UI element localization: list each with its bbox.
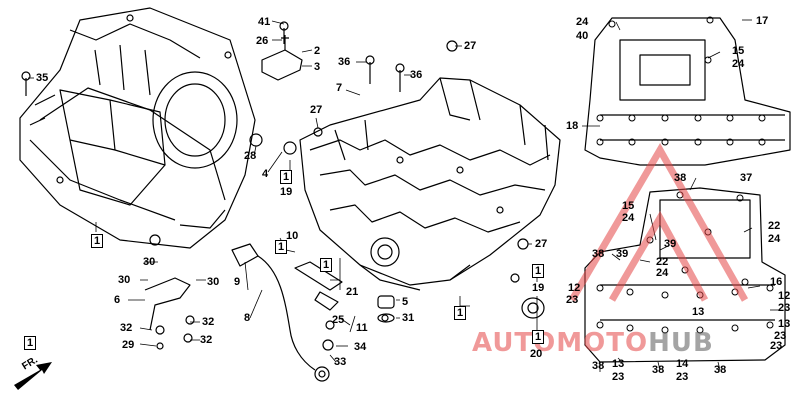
callout-label: 2 xyxy=(314,45,321,57)
callout-label: 27 xyxy=(310,104,323,116)
callout-label: 23 xyxy=(778,302,791,314)
callout-label: 27 xyxy=(535,238,548,250)
callout-label: 12 xyxy=(778,290,791,302)
bracket xyxy=(144,277,191,335)
oil-pressure-switch xyxy=(231,243,343,382)
callout-label: 30 xyxy=(118,274,131,286)
callout-label: 38 xyxy=(674,172,687,184)
callout-label: 39 xyxy=(664,238,677,250)
callout-label: 24 xyxy=(768,233,781,245)
callout-label: 32 xyxy=(120,322,133,334)
watermark-right: HUB xyxy=(648,328,714,358)
callout-label: 30 xyxy=(207,276,220,288)
callout-box: 1 xyxy=(532,264,545,278)
callout-label: 39 xyxy=(616,248,629,260)
callout-label: 10 xyxy=(286,230,299,242)
callout-label: 12 xyxy=(568,282,581,294)
callout-label: 8 xyxy=(244,312,251,324)
bolt-holes xyxy=(596,16,774,334)
callout-label: 38 xyxy=(592,360,605,372)
leader-lines xyxy=(28,19,780,372)
callout-label: 38 xyxy=(652,364,665,376)
callout-box: 1 xyxy=(280,170,293,184)
callout-label: 5 xyxy=(402,296,409,308)
callout-label: 6 xyxy=(114,294,121,306)
callout-label: 13 xyxy=(692,306,705,318)
callout-label: 22 xyxy=(768,220,781,232)
callout-label: 35 xyxy=(36,72,49,84)
drain-plug xyxy=(521,297,545,319)
callout-label: 9 xyxy=(234,276,241,288)
callout-label: 28 xyxy=(244,150,257,162)
watermark-left: AUTOMOTO xyxy=(472,328,649,358)
callout-label: 23 xyxy=(612,371,625,383)
callout-box: 1 xyxy=(532,330,545,344)
callout-label: 14 xyxy=(676,358,689,370)
callout-label: 23 xyxy=(676,371,689,383)
lower-crankcase xyxy=(299,77,561,291)
callout-label: 23 xyxy=(774,330,787,342)
callout-box: 1 xyxy=(275,240,288,254)
callout-label: 16 xyxy=(770,276,783,288)
callout-label: 30 xyxy=(143,256,156,268)
callout-label: 25 xyxy=(332,314,345,326)
callout-label: 38 xyxy=(714,364,727,376)
callout-label: 34 xyxy=(354,341,367,353)
callout-label: 24 xyxy=(656,267,669,279)
callout-label: 36 xyxy=(410,69,423,81)
callout-label: 18 xyxy=(566,120,579,132)
callout-label: 22 xyxy=(656,256,669,268)
callout-label: 21 xyxy=(346,286,359,298)
callout-label: 32 xyxy=(200,334,213,346)
callout-label: 17 xyxy=(756,15,769,27)
fasteners xyxy=(21,21,529,351)
front-arrow-icon xyxy=(14,362,52,390)
callout-box: 1 xyxy=(24,336,37,350)
watermark-text: AUTOMOTOHUB xyxy=(472,328,714,358)
callout-label: 15 xyxy=(622,200,635,212)
callout-label: 27 xyxy=(464,40,477,52)
callout-label: 20 xyxy=(530,348,543,360)
upper-crankcase xyxy=(19,7,256,249)
callout-label: 33 xyxy=(334,356,347,368)
callout-box: 1 xyxy=(320,258,333,272)
oil-filter-boss xyxy=(377,295,395,323)
callout-label: 31 xyxy=(402,312,415,324)
callout-label: 19 xyxy=(280,186,293,198)
breather-cover xyxy=(261,35,303,81)
callout-label: 13 xyxy=(612,358,625,370)
callout-label: 32 xyxy=(202,316,215,328)
callout-label: 26 xyxy=(256,35,269,47)
callout-label: 13 xyxy=(778,318,791,330)
callout-label: 24 xyxy=(622,212,635,224)
callout-label: 41 xyxy=(258,16,271,28)
callout-label: 24 xyxy=(576,16,589,28)
callout-label: 11 xyxy=(356,322,368,334)
callout-label: 38 xyxy=(592,248,605,260)
callout-label: 19 xyxy=(532,282,545,294)
watermark-triangle xyxy=(568,142,749,302)
callout-label: 23 xyxy=(770,340,783,352)
callout-label: 40 xyxy=(576,30,589,42)
callout-label: 23 xyxy=(566,294,579,306)
callout-label: 37 xyxy=(740,172,753,184)
upper-bolt-pattern xyxy=(584,17,791,166)
callout-box: 1 xyxy=(454,306,467,320)
callout-label: 24 xyxy=(732,58,745,70)
callout-label: 7 xyxy=(336,82,343,94)
callout-label: 36 xyxy=(338,56,351,68)
callout-label: 4 xyxy=(262,168,269,180)
callout-label: 3 xyxy=(314,61,321,73)
callout-box: 1 xyxy=(91,234,104,248)
callout-label: 15 xyxy=(732,45,745,57)
callout-label: 29 xyxy=(122,339,135,351)
